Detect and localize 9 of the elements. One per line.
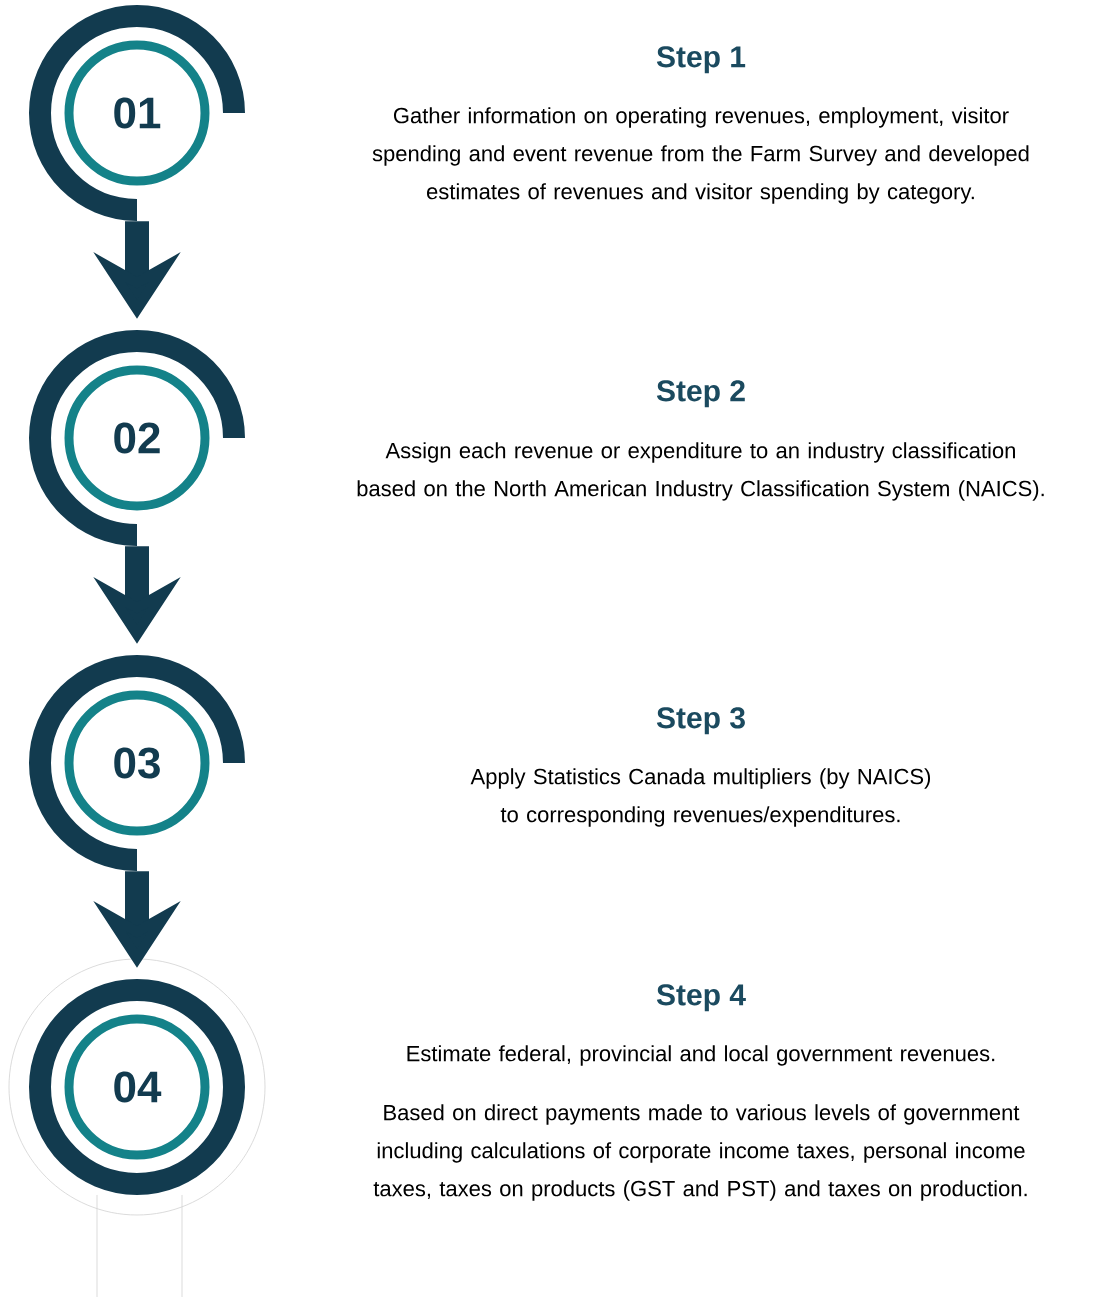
step-title: Step 4 — [656, 984, 746, 1012]
step-title: Step 1 — [656, 46, 746, 74]
step-description: Gather information on operating revenues, employment, visitor spending and event revenue from the Farm Survey and developed estimates of revenues and visitor spending by category. — [372, 107, 1029, 204]
step-title: Step 3 — [656, 707, 745, 735]
step-description: Estimate federal, provincial and local government revenues. — [407, 1045, 995, 1066]
step-title: Step 2 — [656, 380, 745, 408]
step-description: Apply Statistics Canada multipliers (by NAICS) to corresponding revenues/expenditures. — [470, 768, 931, 827]
step-description: Assign each revenue or expenditure to an industry classification based on the North American Industry Classification System (NAICS). — [357, 442, 1044, 501]
step-description: Based on direct payments made to various levels of government including calculations of corporate income taxes, personal income taxes, taxes on products (GST and PST) and taxes on production. — [373, 1104, 1027, 1201]
